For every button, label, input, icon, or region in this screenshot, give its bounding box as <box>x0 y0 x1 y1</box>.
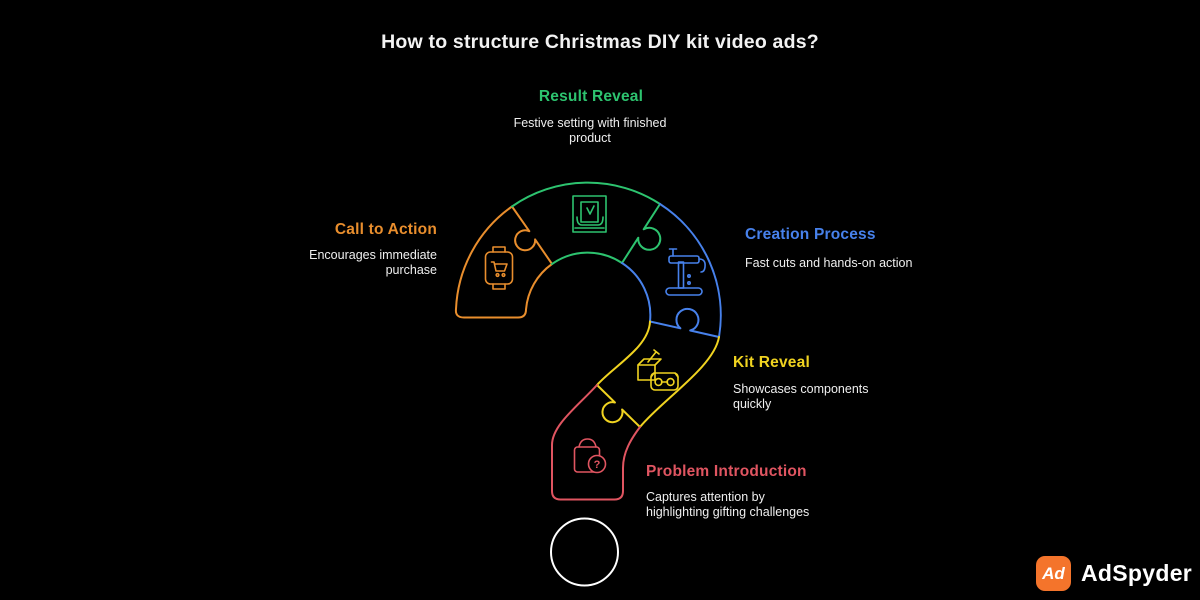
clamp-tool-icon <box>665 248 706 296</box>
step-result-reveal: Result Reveal <box>539 88 643 106</box>
watch-shopping-icon <box>484 246 514 290</box>
step-desc-problem-introduction: Captures attention by highlighting gifti… <box>646 490 810 519</box>
step-creation-process: Creation Process <box>745 226 876 244</box>
step-desc-kit-reveal: Showcases components quickly <box>733 382 869 411</box>
step-label-result-reveal: Result Reveal <box>538 88 644 105</box>
step-kit-reveal: Kit Reveal <box>733 354 810 372</box>
brand-name: AdSpyder <box>1081 560 1193 586</box>
step-label-kit-reveal: Kit Reveal <box>733 354 810 371</box>
brand-badge-icon: Ad <box>1036 556 1071 591</box>
piece-creation-process <box>621 203 722 338</box>
step-desc-call-to-action: Encourages immediate purchase <box>309 248 437 277</box>
svg-text:?: ? <box>594 459 601 471</box>
piece-result-reveal <box>511 181 662 265</box>
piece-call-to-action <box>454 205 553 319</box>
gift-bag-question-icon: ? <box>573 438 607 474</box>
step-label-problem-introduction: Problem Introduction <box>646 463 807 480</box>
step-call-to-action: Call to Action <box>335 221 437 239</box>
piece-problem-introduction: ? <box>551 384 641 501</box>
kit-box-goggles-icon <box>637 349 679 391</box>
step-label-call-to-action: Call to Action <box>334 221 437 238</box>
question-dot <box>550 517 619 587</box>
step-problem-introduction: Problem Introduction <box>646 463 807 481</box>
piece-kit-reveal <box>596 320 720 428</box>
brand-logo: Ad AdSpyder <box>1036 556 1192 591</box>
gift-display-icon <box>572 195 607 233</box>
step-label-creation-process: Creation Process <box>745 226 876 243</box>
page-title: How to structure Christmas DIY kit video… <box>381 31 819 53</box>
step-desc-creation-process: Fast cuts and hands-on action <box>745 256 913 270</box>
step-desc-result-reveal: Festive setting with finished product <box>513 116 667 145</box>
